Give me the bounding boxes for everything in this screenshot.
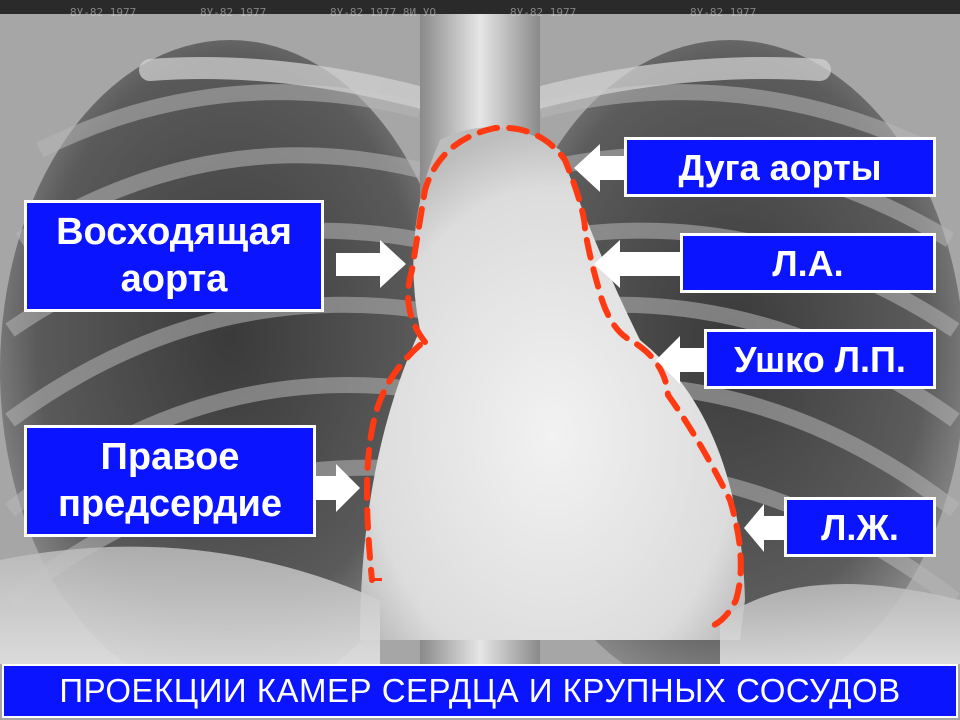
label-aortic-arch: Дуга аорты	[624, 137, 936, 197]
arrow-ascending-aorta	[336, 240, 406, 288]
film-mark: 8У-82 1977	[510, 6, 577, 19]
label-left-atrial-appendage: Ушко Л.П.	[704, 329, 936, 389]
arrow-right-atrium	[306, 464, 360, 512]
arrow-left-ventricle	[744, 504, 784, 552]
film-mark: 8У-82 1977	[690, 6, 757, 19]
heart-contour-dashed-line	[364, 124, 744, 629]
label-ascending-aorta-line2: аорта	[120, 258, 228, 300]
label-left-ventricle: Л.Ж.	[784, 497, 936, 557]
label-pulmonary-artery-text: Л.А.	[772, 242, 844, 284]
label-right-atrium-line2: предсердие	[57, 483, 283, 525]
label-ascending-aorta: Восходящая аорта	[24, 200, 324, 312]
label-ascending-aorta-line1: Восходящая	[56, 210, 292, 253]
film-mark: 8У-82 1977	[200, 6, 267, 19]
film-mark: 8У-82 1977	[70, 6, 137, 19]
slide-title-banner: ПРОЕКЦИИ КАМЕР СЕРДЦА И КРУПНЫХ СОСУДОВ	[2, 664, 958, 718]
film-mark: 8У-82 1977 8И УО	[330, 6, 436, 19]
label-pulmonary-artery: Л.А.	[680, 233, 936, 293]
arrow-left-atrial-appendage	[656, 336, 704, 384]
label-right-atrium: Правое предсердие	[24, 425, 316, 537]
slide-title: ПРОЕКЦИИ КАМЕР СЕРДЦА И КРУПНЫХ СОСУДОВ	[59, 672, 901, 709]
label-aortic-arch-text: Дуга аорты	[678, 146, 882, 188]
arrow-aortic-arch	[574, 144, 624, 192]
label-left-ventricle-text: Л.Ж.	[821, 506, 899, 548]
arrow-pulmonary-artery	[594, 240, 680, 288]
label-left-atrial-appendage-text: Ушко Л.П.	[734, 338, 906, 380]
label-right-atrium-line1: Правое	[100, 435, 240, 478]
